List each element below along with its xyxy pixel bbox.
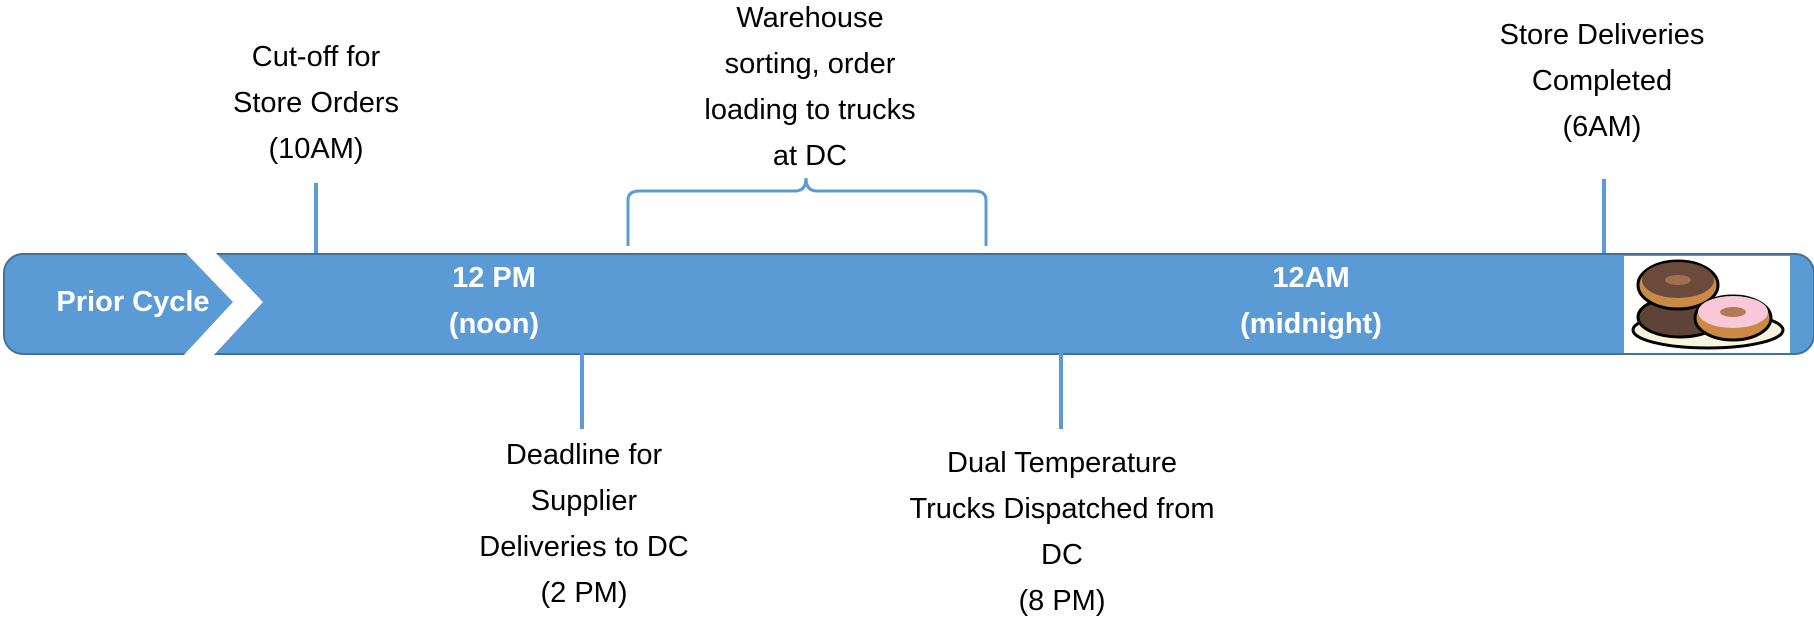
noon-label-line: (noon) bbox=[448, 308, 540, 340]
trucks-dispatched-tick bbox=[1059, 353, 1063, 429]
store-deliveries-tick bbox=[1602, 179, 1606, 253]
supplier-deadline-tick bbox=[580, 353, 584, 429]
label-line: Store Deliveries bbox=[1499, 19, 1705, 51]
donuts-plate-icon bbox=[1624, 256, 1790, 353]
label-line: Deadline for bbox=[505, 439, 663, 471]
noon-label: 12 PM (noon) bbox=[449, 255, 539, 347]
label-line: Trucks Dispatched from bbox=[909, 493, 1215, 525]
cutoff-store-orders-label: Cut-off for Store Orders (10AM) bbox=[233, 34, 399, 172]
label-line: (8 PM) bbox=[1018, 585, 1106, 617]
label-line: at DC bbox=[772, 140, 848, 172]
noon-label-line: 12 PM bbox=[452, 262, 536, 294]
warehouse-bracket bbox=[626, 177, 988, 246]
timeline-bar bbox=[3, 253, 1814, 355]
label-line: sorting, order bbox=[724, 48, 896, 80]
warehouse-sorting-label: Warehouse sorting, order loading to truc… bbox=[704, 0, 915, 179]
label-line: Completed bbox=[1531, 65, 1673, 97]
label-line: Store Orders bbox=[233, 87, 399, 119]
midnight-label-line: 12AM bbox=[1272, 262, 1350, 294]
cutoff-tick bbox=[314, 183, 318, 253]
label-line: (6AM) bbox=[1562, 111, 1642, 143]
trucks-dispatched-label: Dual Temperature Trucks Dispatched from … bbox=[909, 440, 1214, 624]
label-line: (10AM) bbox=[268, 133, 364, 165]
midnight-label: 12AM (midnight) bbox=[1240, 255, 1382, 347]
label-line: Supplier bbox=[530, 485, 638, 517]
label-line: Dual Temperature bbox=[947, 447, 1177, 479]
midnight-label-line: (midnight) bbox=[1240, 308, 1382, 340]
store-deliveries-label: Store Deliveries Completed (6AM) bbox=[1500, 12, 1705, 150]
supplier-deadline-label: Deadline for Supplier Deliveries to DC (… bbox=[479, 432, 689, 616]
label-line: Cut-off for bbox=[251, 41, 381, 73]
chevron-separator bbox=[183, 250, 263, 356]
label-line: (2 PM) bbox=[540, 577, 628, 609]
label-line: loading to trucks bbox=[704, 94, 916, 126]
label-line: DC bbox=[1041, 539, 1083, 571]
label-line: Deliveries to DC bbox=[479, 531, 689, 563]
prior-cycle-label: Prior Cycle bbox=[56, 286, 210, 318]
label-line: Warehouse bbox=[736, 2, 884, 34]
